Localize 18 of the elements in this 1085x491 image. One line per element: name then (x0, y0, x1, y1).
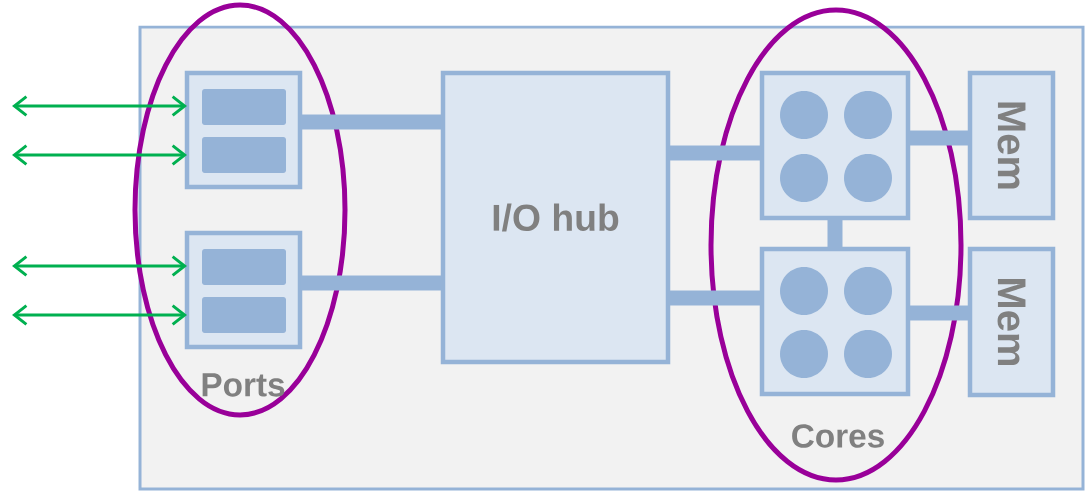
connector-bar (908, 305, 970, 321)
arrow (12, 95, 187, 117)
connector-bar (908, 130, 970, 146)
group-ellipse (708, 7, 964, 483)
arrow (12, 304, 187, 326)
hub-box: I/O hub (440, 70, 671, 365)
connector-bar (827, 218, 843, 249)
arrow (12, 255, 187, 277)
group-ellipse (132, 2, 348, 418)
connector-bar (300, 114, 443, 130)
arrow (12, 144, 187, 166)
group-label: Ports (202, 373, 285, 397)
connector-bar (668, 290, 762, 306)
connector-bar (300, 275, 443, 291)
memory-box: Mem (967, 246, 1056, 398)
memory-box: Mem (967, 70, 1056, 221)
connector-bar (668, 145, 762, 161)
group-label: Cores (792, 424, 884, 448)
